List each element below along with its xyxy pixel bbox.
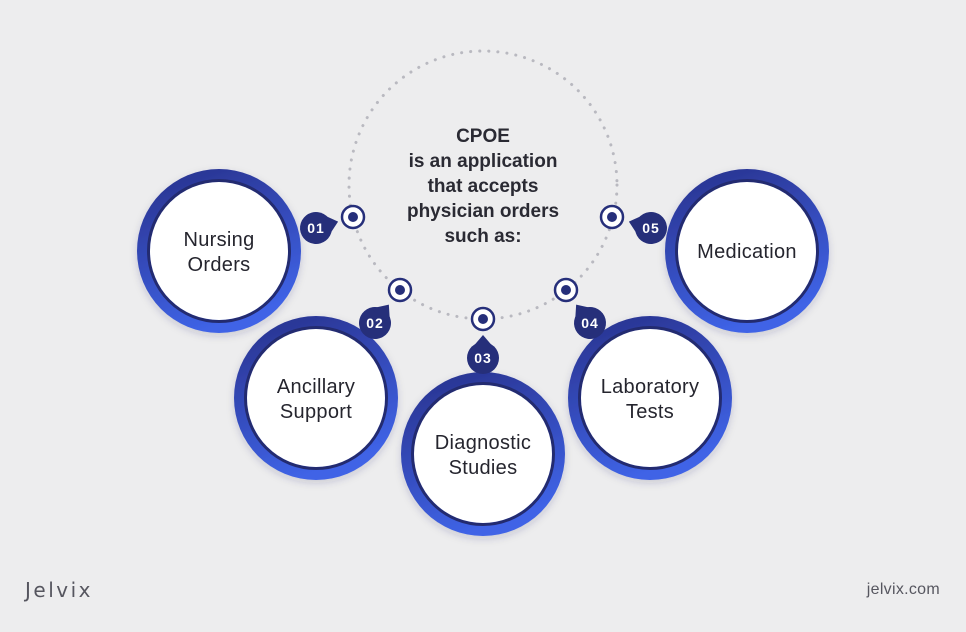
badge-pointer	[321, 213, 339, 238]
badge-01: 01	[300, 212, 339, 244]
order-face	[414, 385, 552, 523]
badge-number: 03	[474, 350, 492, 366]
badge-pointer	[471, 335, 495, 349]
center-title: CPOE	[456, 126, 510, 147]
target-dot-core	[348, 212, 358, 222]
order-face	[247, 329, 385, 467]
order-label-line: Tests	[626, 401, 674, 423]
order-label-line: Studies	[449, 457, 518, 479]
order-label-line: Nursing	[183, 229, 254, 251]
order-ring-inner-edge	[578, 326, 722, 470]
badge-pointer	[575, 304, 595, 324]
order-label-line: Laboratory	[601, 376, 700, 398]
target-dots	[340, 204, 625, 332]
center-line: such as:	[444, 226, 521, 247]
center-description: CPOE is an application that accepts phys…	[407, 126, 559, 247]
badge-number: 05	[642, 220, 660, 236]
target-dot-04	[553, 277, 579, 303]
badge-04: 04	[574, 304, 606, 339]
badge-shape	[300, 212, 339, 244]
badge-shape	[628, 212, 667, 244]
order-label-line: Orders	[188, 254, 251, 276]
order-face	[581, 329, 719, 467]
badge-pointer	[370, 304, 390, 324]
jelvix-logo: Jelvix	[23, 578, 93, 602]
order-label-line: Diagnostic	[435, 432, 531, 454]
order-circle-medication: Medication	[665, 169, 829, 333]
badge-circle	[467, 342, 499, 374]
target-dot-03	[470, 306, 496, 332]
badge-shape	[467, 335, 499, 374]
order-circle-nursing-orders: Nursing Orders	[137, 169, 301, 333]
order-circle-diagnostic-studies: Diagnostic Studies	[401, 372, 565, 536]
badge-02: 02	[359, 304, 391, 339]
order-face	[678, 182, 816, 320]
order-face	[150, 182, 288, 320]
target-dot-core	[395, 285, 405, 295]
footer-url: jelvix.com	[866, 581, 940, 598]
target-dot-core	[478, 314, 488, 324]
target-dot-02	[387, 277, 413, 303]
target-dot-01	[340, 204, 366, 230]
center-line: is an application	[409, 151, 558, 172]
target-dot-core	[607, 212, 617, 222]
badge-pointer	[628, 213, 646, 238]
badge-03: 03	[467, 335, 499, 374]
center-line: that accepts	[428, 176, 539, 197]
order-label-line: Ancillary	[277, 376, 355, 398]
order-ring-inner-edge	[675, 179, 819, 323]
order-circle-ancillary-support: Ancillary Support	[234, 316, 398, 480]
center-line: physician orders	[407, 201, 559, 222]
order-ring-inner-edge	[411, 382, 555, 526]
badge-number: 04	[581, 315, 599, 331]
order-label-line: Support	[280, 401, 352, 423]
target-dot-core	[561, 285, 571, 295]
target-dot-05	[599, 204, 625, 230]
badge-05: 05	[628, 212, 667, 244]
order-ring-inner-edge	[147, 179, 291, 323]
order-circle-laboratory-tests: Laboratory Tests	[568, 316, 732, 480]
order-label-line: Medication	[697, 241, 797, 263]
order-ring-inner-edge	[244, 326, 388, 470]
badge-shape	[359, 304, 391, 339]
badge-number: 01	[307, 220, 325, 236]
badge-shape	[574, 304, 606, 339]
badge-number: 02	[366, 315, 384, 331]
